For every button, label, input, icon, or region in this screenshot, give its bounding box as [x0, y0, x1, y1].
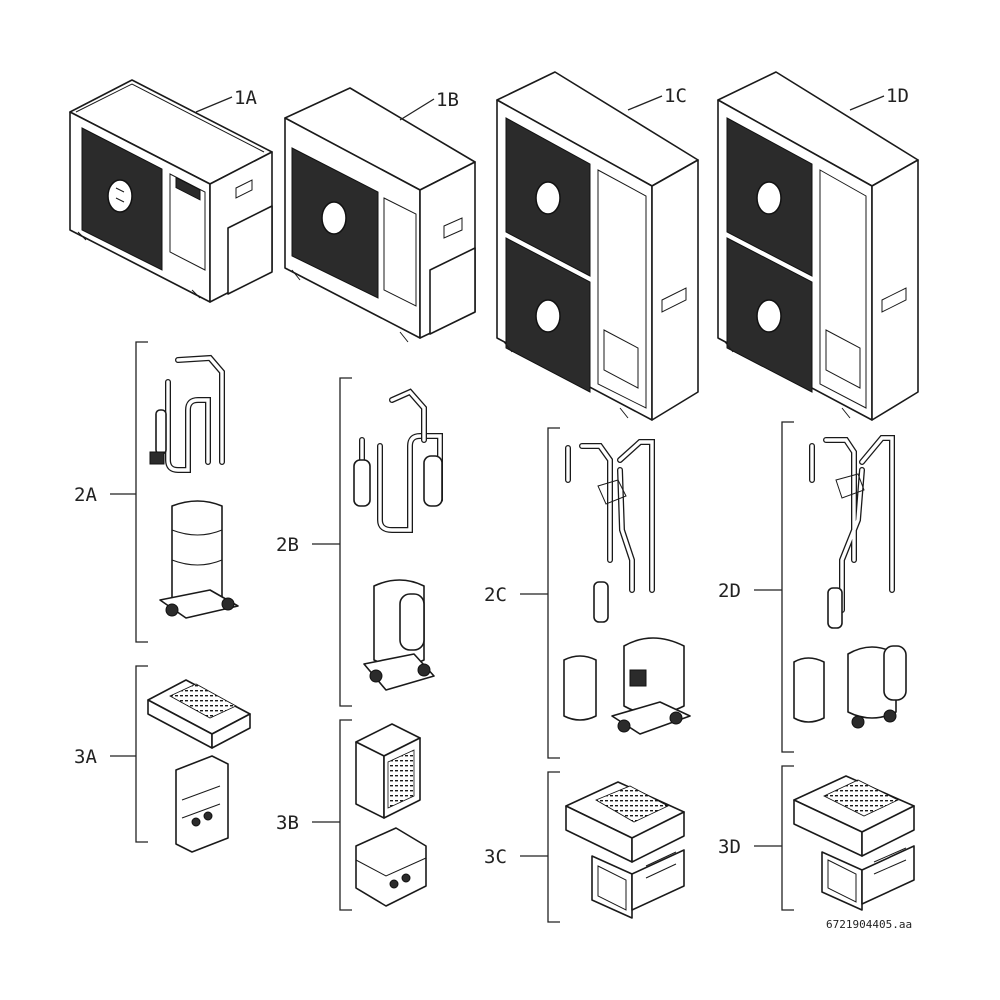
group-label-2c: 2C	[484, 584, 507, 606]
group-label-2a: 2A	[74, 484, 97, 506]
bracket-3c	[520, 771, 560, 923]
electronics-box-3c	[565, 781, 685, 919]
group-label-3d: 3D	[718, 836, 741, 858]
bracket-3b	[312, 719, 352, 911]
group-label-2b: 2B	[276, 534, 299, 556]
bracket-3a	[110, 665, 148, 843]
refrigerant-circuit-2c	[563, 439, 691, 735]
unit-label-1d: 1D	[886, 85, 909, 107]
unit-label-1a: 1A	[234, 87, 257, 109]
reference-code: 6721904405.aa	[826, 918, 912, 931]
group-label-3c: 3C	[484, 846, 507, 868]
outdoor-unit-1b	[284, 87, 476, 343]
group-label-3a: 3A	[74, 746, 97, 768]
outdoor-unit-1a	[69, 79, 273, 303]
unit-label-1c: 1C	[664, 85, 687, 107]
electronics-box-3d	[793, 775, 915, 911]
bracket-3d	[754, 765, 794, 911]
bracket-2d	[754, 421, 794, 753]
group-label-2d: 2D	[718, 580, 741, 602]
refrigerant-circuit-2d	[793, 435, 907, 729]
electronics-box-3b	[355, 723, 427, 907]
refrigerant-circuit-2b	[353, 388, 443, 691]
bracket-2c	[520, 427, 560, 759]
group-label-3b: 3B	[276, 812, 299, 834]
unit-label-1b: 1B	[436, 89, 459, 111]
electronics-box-3a	[147, 679, 251, 853]
bracket-2b	[312, 377, 352, 707]
refrigerant-circuit-2a	[149, 354, 239, 619]
outdoor-unit-1d	[717, 71, 919, 421]
bracket-2a	[110, 341, 148, 643]
outdoor-unit-1c	[496, 71, 699, 421]
